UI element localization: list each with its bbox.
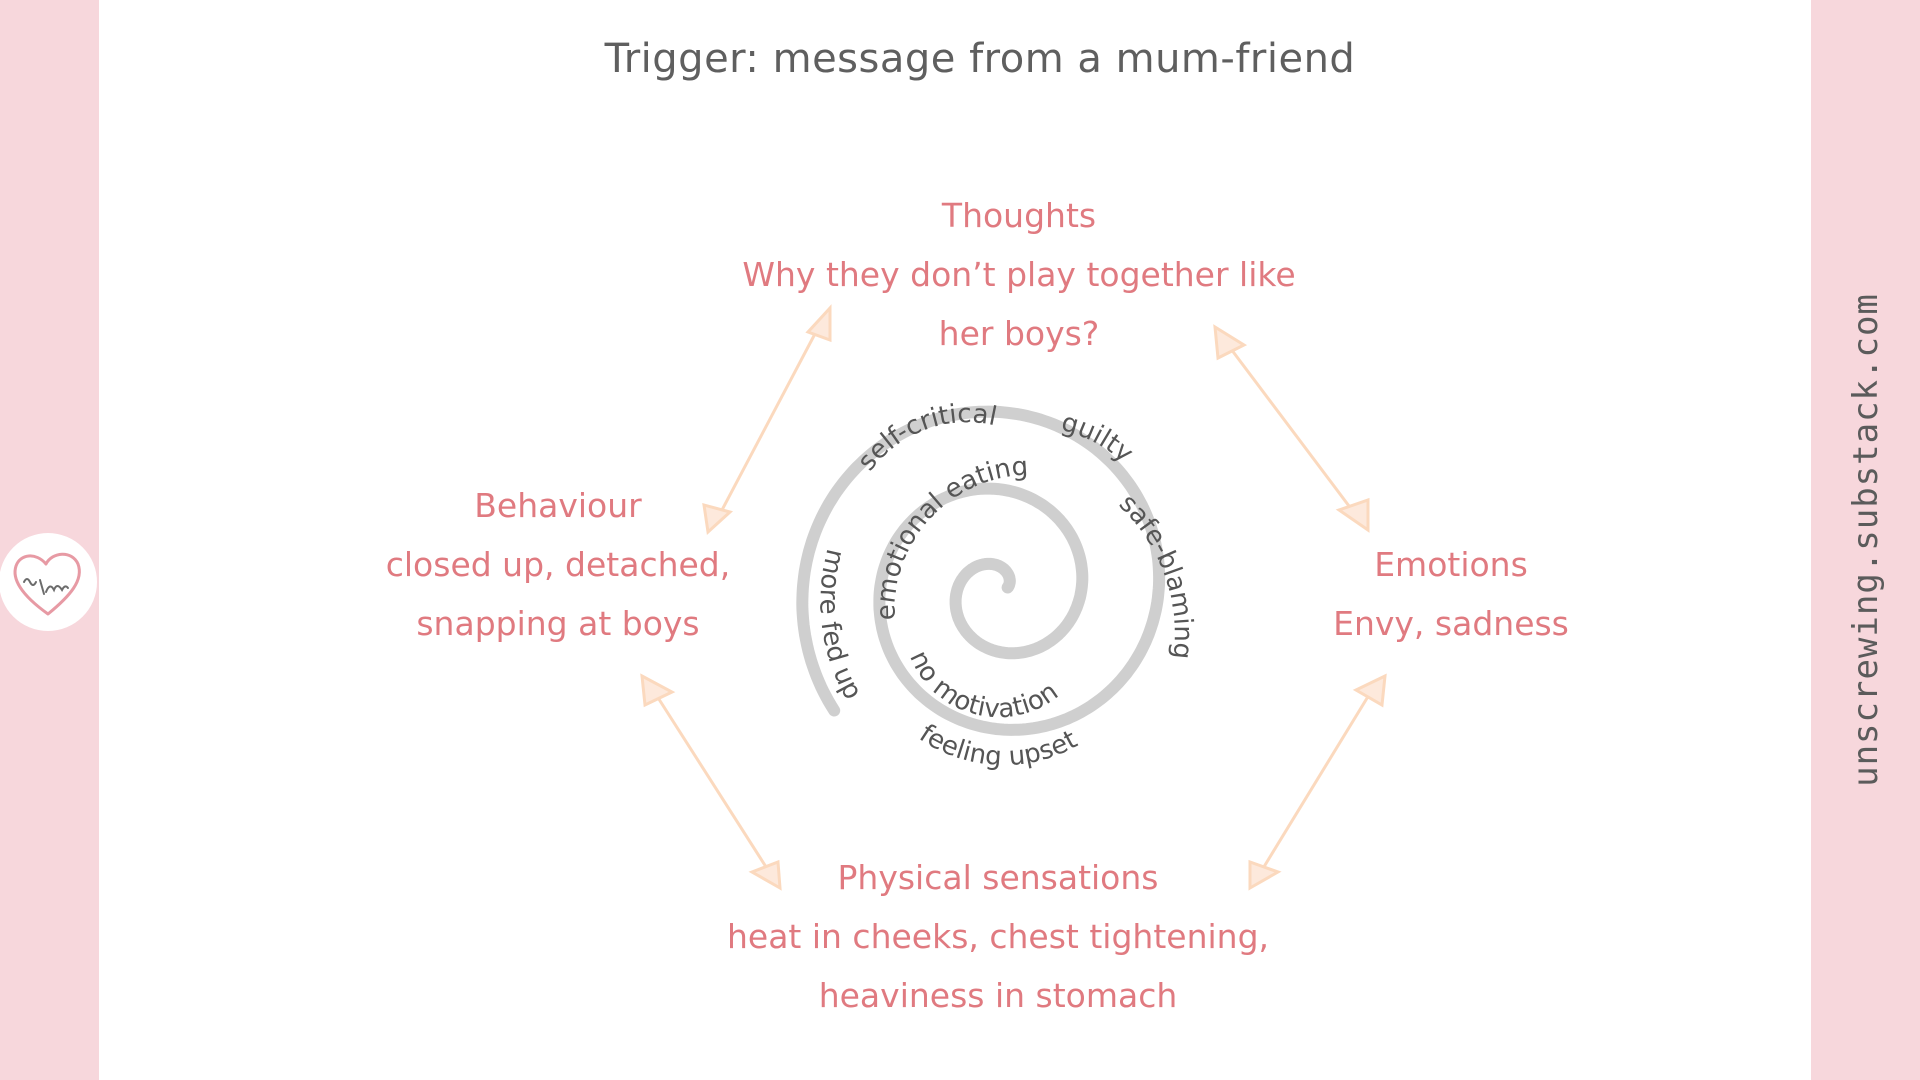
node-emotions: Emotions Envy, sadness <box>1333 535 1569 653</box>
arrow-behaviour-physical <box>640 673 782 891</box>
node-behaviour: Behaviour closed up, detached, snapping … <box>386 476 731 653</box>
spiral-word-no-motivation: no motivation <box>903 646 1063 724</box>
heart-logo-icon <box>0 533 97 631</box>
node-behaviour-heading: Behaviour <box>474 486 642 525</box>
spiral-word-guilty: guilty <box>1058 408 1139 469</box>
node-thoughts-line-1: Why they don’t play together like <box>742 255 1296 294</box>
node-physical-line-2: heaviness in stomach <box>818 976 1178 1015</box>
spiral-shape <box>796 405 1166 736</box>
node-physical-line-1: heat in cheeks, chest tightening, <box>726 917 1270 956</box>
node-thoughts-heading: Thoughts <box>941 196 1097 235</box>
diagram-title: Trigger: message from a mum-friend <box>604 36 1356 82</box>
node-emotions-heading: Emotions <box>1374 545 1528 584</box>
arrow-emotions-physical <box>1248 673 1387 891</box>
right-side-band <box>1811 0 1920 1080</box>
node-physical-heading: Physical sensations <box>837 858 1159 897</box>
arrow-thoughts-behaviour <box>702 304 832 536</box>
node-emotions-line-1: Envy, sadness <box>1333 604 1569 643</box>
node-behaviour-line-2: snapping at boys <box>416 604 700 643</box>
node-physical-sensations: Physical sensations heat in cheeks, ches… <box>727 848 1269 1025</box>
node-thoughts: Thoughts Why they don’t play together li… <box>742 186 1295 363</box>
node-thoughts-line-2: her boys? <box>938 314 1100 353</box>
cycle-arrows <box>640 304 1387 891</box>
node-behaviour-line-1: closed up, detached, <box>385 545 731 584</box>
arrow-thoughts-emotions <box>1213 324 1370 533</box>
